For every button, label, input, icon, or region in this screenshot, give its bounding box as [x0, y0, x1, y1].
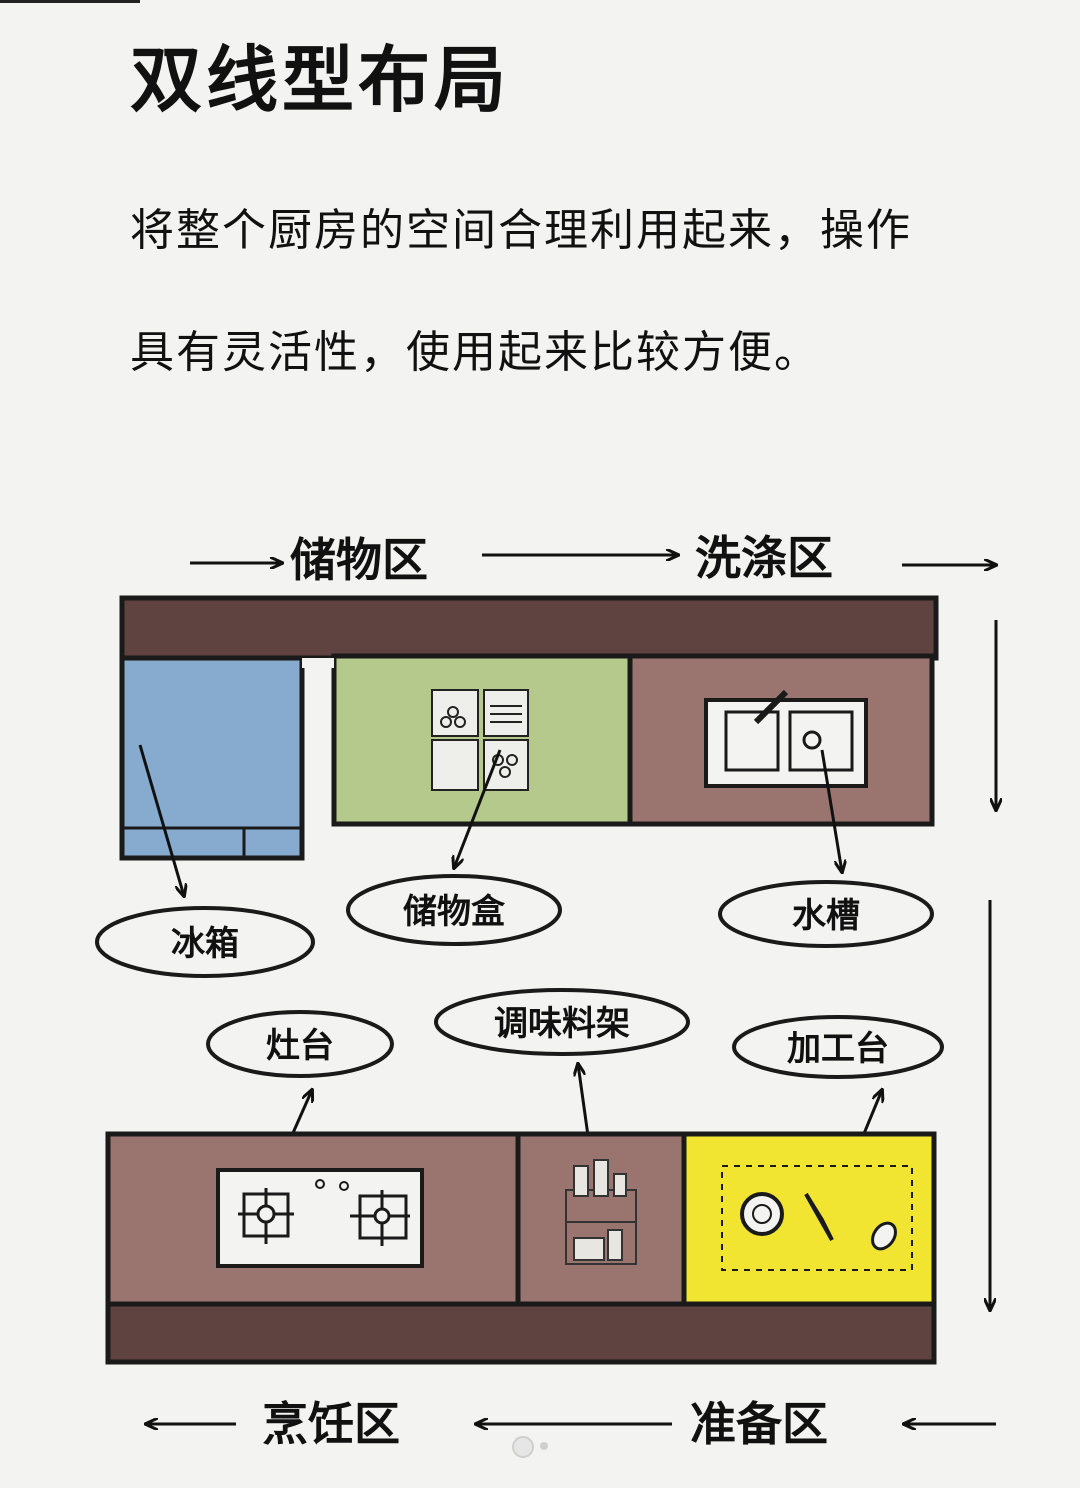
prep-table-cabinet: [681, 1131, 937, 1307]
pointer-storage-box: [454, 749, 502, 868]
label-stove: 灶台: [266, 1026, 334, 1066]
top-divider-line: [0, 0, 140, 3]
pager-dot[interactable]: [540, 1442, 548, 1450]
zone-label-cooking: 烹饪区: [262, 1397, 400, 1451]
stove-knob-2: [339, 1181, 349, 1191]
bottom-counter-worktop: [105, 1301, 937, 1365]
label-spice-rack: 调味料架: [494, 1004, 630, 1044]
stove-cabinet: [105, 1131, 521, 1307]
page-title: 双线型布局: [130, 38, 511, 122]
stove-knob-1: [315, 1179, 325, 1189]
spice-rack-icon: [565, 1159, 637, 1265]
burner-left-icon: [238, 1188, 294, 1244]
oval-stove: [206, 1010, 394, 1078]
label-sink: 水槽: [792, 896, 860, 936]
oval-fridge: [95, 906, 315, 978]
top-counter: [119, 595, 939, 861]
label-prep-table: 加工台: [787, 1029, 889, 1069]
sink-drain: [802, 730, 822, 750]
zone-label-prep: 准备区: [690, 1397, 828, 1451]
vegetable-icon: [871, 1221, 897, 1251]
bottom-counter: [105, 1131, 937, 1365]
oval-prep-table: [732, 1015, 944, 1079]
stove-top: [216, 1168, 424, 1268]
prep-plate-inner: [752, 1204, 772, 1224]
sink-basin-left: [724, 710, 780, 772]
prep-board: [721, 1165, 913, 1271]
oval-spice-rack: [434, 988, 690, 1056]
zone-label-washing: 洗涤区: [695, 531, 833, 585]
description: 将整个厨房的空间合理利用起来，操作 具有灵活性，使用起来比较方便。: [130, 170, 1010, 414]
sink-basin-frame: [704, 698, 868, 788]
burner-right-icon: [350, 1190, 410, 1246]
pointer-fridge: [138, 744, 184, 896]
zone-label-storage: 储物区: [290, 533, 428, 587]
oval-sink: [718, 880, 934, 948]
top-counter-end: [302, 658, 334, 668]
sink-faucet: [753, 689, 789, 725]
oval-storage-box: [346, 874, 562, 946]
top-counter-worktop: [119, 595, 939, 661]
description-line-1: 将整个厨房的空间合理利用起来，操作: [130, 205, 912, 256]
label-storage-box: 储物盒: [403, 892, 506, 932]
sink-basin-right: [788, 710, 854, 772]
storage-cabinet: [331, 653, 633, 827]
fridge-cabinet: [119, 655, 305, 861]
pager-dot-active[interactable]: [512, 1436, 534, 1458]
storage-boxes-icon: [431, 689, 529, 791]
description-line-2: 具有灵活性，使用起来比较方便。: [130, 327, 820, 378]
knife-icon: [804, 1192, 834, 1241]
pointer-sink: [820, 749, 842, 872]
label-fridge: 冰箱: [171, 924, 239, 964]
prep-plate-icon: [740, 1192, 784, 1236]
